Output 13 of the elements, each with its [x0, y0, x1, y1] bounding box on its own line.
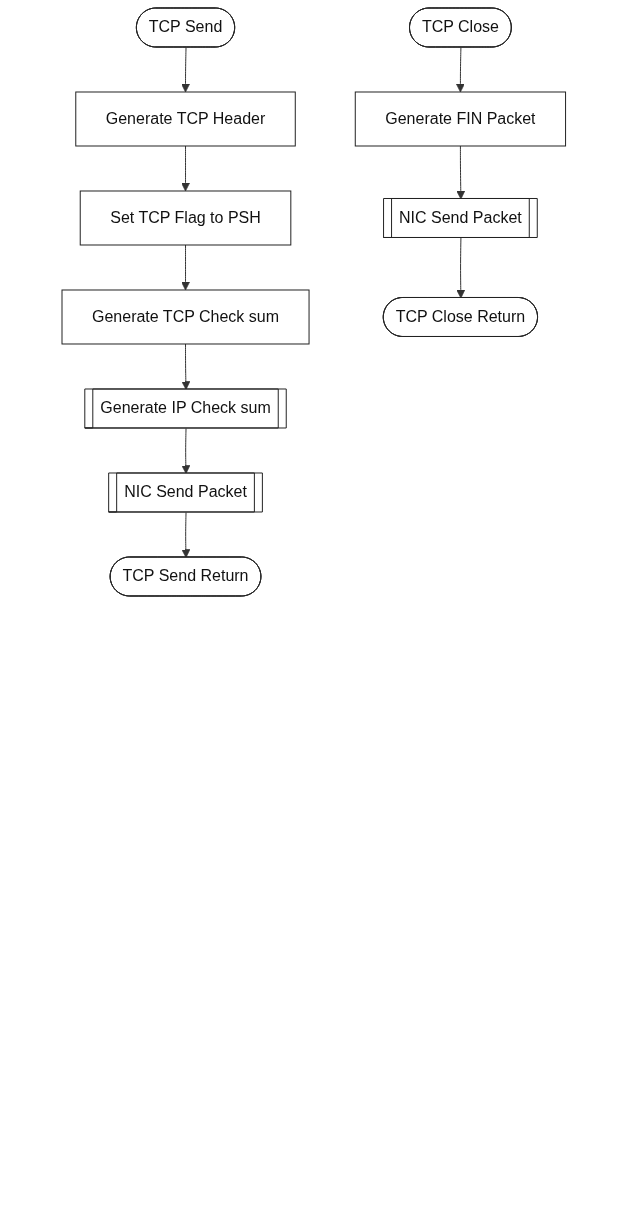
node-box: Set TCP Flag to PSH — [79, 190, 292, 246]
arrow — [181, 512, 190, 558]
arrow — [455, 47, 465, 93]
arrow — [456, 237, 465, 299]
arrow — [180, 145, 190, 192]
node-box: Generate FIN Packet — [354, 91, 566, 147]
arrow — [180, 47, 190, 93]
node-box: Generate TCP Check sum — [61, 289, 310, 345]
arrow — [181, 343, 190, 390]
arrow — [456, 145, 465, 200]
arrow — [180, 244, 190, 291]
arrow — [181, 428, 190, 474]
node-box: Generate TCP Header — [75, 91, 296, 147]
